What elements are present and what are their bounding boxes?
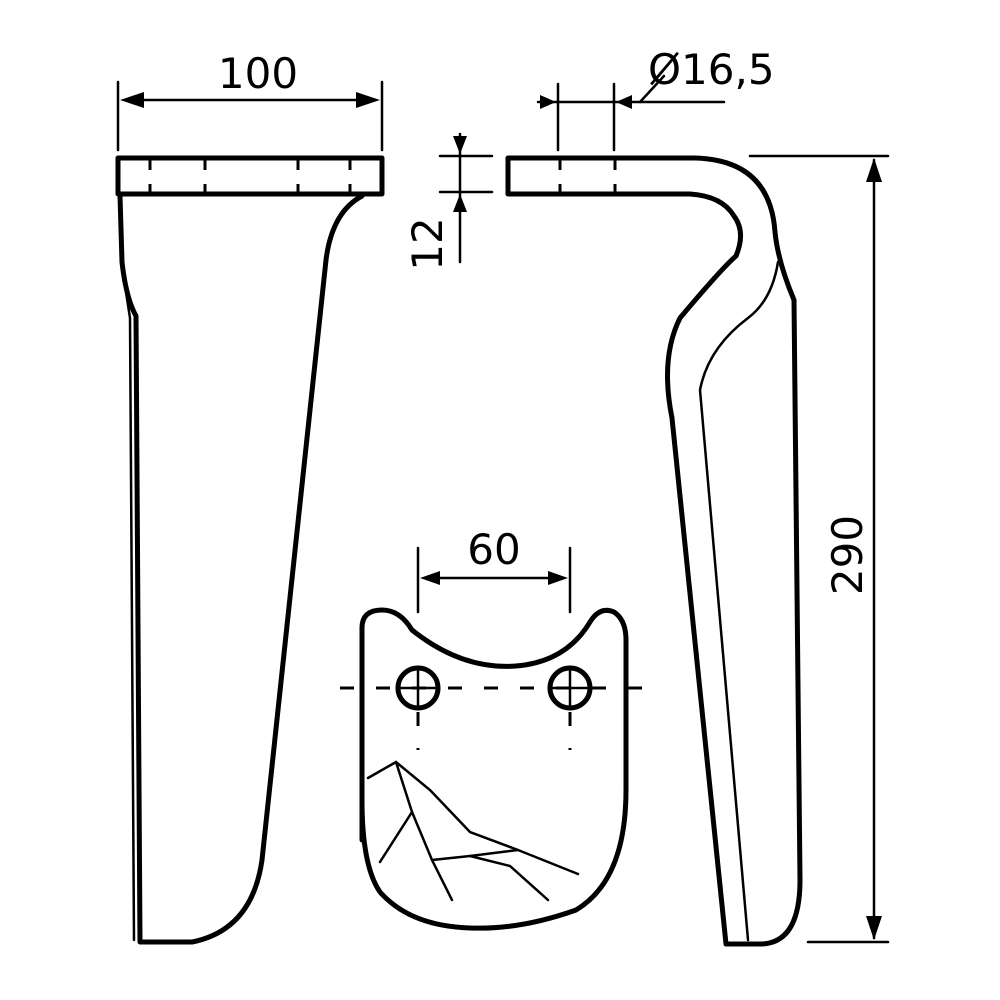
arrow-head [453, 136, 467, 154]
dimension-label-290: 290 [823, 515, 872, 595]
dimension-hole-spacing: 60 [416, 525, 572, 614]
arrow-head [120, 92, 144, 108]
front-blade-outline [117, 193, 365, 945]
arrow-head [453, 194, 467, 212]
arrow-head [540, 95, 556, 109]
dimension-label-60: 60 [467, 525, 520, 574]
arrow-head [356, 92, 380, 108]
arrow-head [548, 571, 568, 585]
side-profile-outline [505, 155, 803, 947]
plate-facet [410, 810, 454, 902]
arrow-head [866, 158, 882, 182]
front-blade-edge [124, 290, 136, 942]
front-view [115, 155, 385, 945]
front-flange [115, 155, 385, 197]
dimension-label-12: 12 [403, 217, 452, 270]
dimension-thickness: 12 [403, 132, 494, 271]
dimension-flange-width: 100 [116, 49, 384, 152]
dimension-label-diameter: Ø16,5 [648, 45, 775, 94]
dimension-height: 290 [748, 154, 890, 944]
side-view [505, 155, 803, 947]
plate-facet [378, 760, 414, 864]
plate-facet [366, 760, 580, 876]
arrow-head [616, 95, 632, 109]
plate-outline [359, 607, 629, 931]
leader-line [638, 74, 666, 104]
arrow-head [866, 916, 882, 940]
dimension-label-100: 100 [218, 49, 298, 98]
dimension-bend-radius: Ø16,5 [536, 45, 775, 152]
plate-facet [468, 854, 550, 902]
plate-view [340, 607, 652, 931]
side-profile-inner-edge [698, 260, 780, 942]
arrow-head [420, 571, 440, 585]
